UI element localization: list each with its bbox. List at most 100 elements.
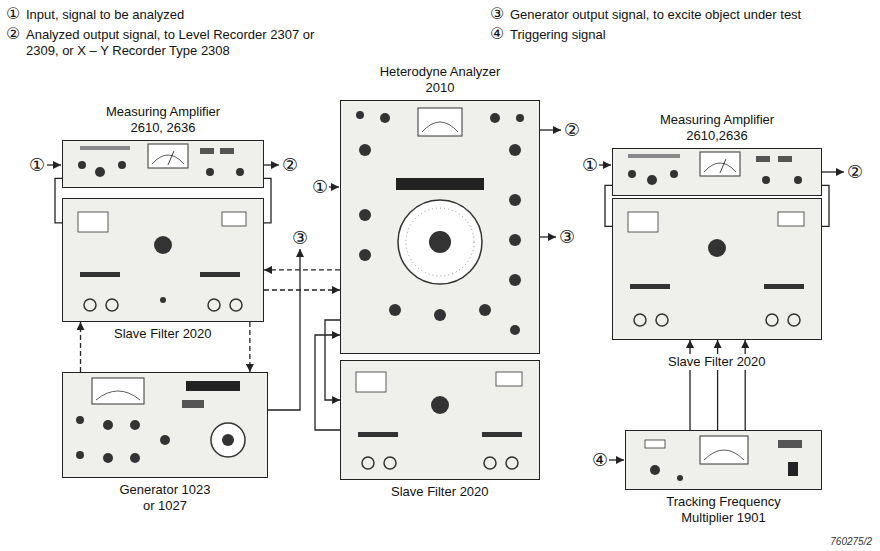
switch-bar xyxy=(80,272,120,277)
input-arrow xyxy=(47,164,61,165)
meter xyxy=(700,436,748,464)
knob xyxy=(206,168,214,176)
panel-face xyxy=(625,430,822,490)
knob xyxy=(356,111,364,119)
panel-face xyxy=(340,360,540,480)
instrument-title: Generator 1023 or 1027 xyxy=(119,482,211,514)
switch xyxy=(182,400,204,408)
instrument-title: Tracking Frequency Multiplier 1901 xyxy=(656,494,791,526)
nameplate xyxy=(222,212,246,226)
knob xyxy=(118,161,126,169)
knob xyxy=(762,176,770,184)
input-arrow xyxy=(599,164,611,165)
knob xyxy=(76,451,84,459)
multiplier-box: Tracking Frequency Multiplier 1901 xyxy=(625,430,822,490)
knob xyxy=(103,420,113,430)
switch xyxy=(756,156,770,162)
key-text: Triggering signal xyxy=(510,27,606,43)
instrument-title: Measuring Amplifier 2610,2636 xyxy=(642,112,792,144)
tuning-knob xyxy=(429,231,451,253)
knob xyxy=(160,297,166,303)
callout-number: ① xyxy=(582,156,598,174)
meter-scale xyxy=(96,391,140,400)
tuning-dial xyxy=(398,200,482,284)
meter xyxy=(418,108,462,136)
socket xyxy=(634,314,646,326)
knob xyxy=(359,209,371,221)
knob xyxy=(95,167,105,177)
switch xyxy=(788,462,798,476)
knob xyxy=(509,144,521,156)
socket xyxy=(656,314,668,326)
amplifier-box: Measuring Amplifier 2610,2636 xyxy=(612,148,822,196)
instrument-title: Measuring Amplifier 2610, 2636 xyxy=(88,104,238,136)
switch-bar xyxy=(630,284,670,289)
amplifier-panel xyxy=(62,140,264,188)
knob xyxy=(647,175,657,185)
knob xyxy=(160,435,170,445)
generator-output-arrow xyxy=(540,236,556,237)
nameplate xyxy=(356,372,386,392)
key-text: Analyzed output signal, to Level Recorde… xyxy=(26,27,336,59)
socket xyxy=(788,314,800,326)
signal-line xyxy=(264,178,271,222)
tuning-knob xyxy=(222,434,234,446)
knob xyxy=(479,304,491,316)
meter-scale xyxy=(422,122,458,132)
panel-face xyxy=(62,140,264,188)
instrument-title: Heterodyne Analyzer 2010 xyxy=(365,64,515,96)
knob xyxy=(389,304,401,316)
knob xyxy=(628,170,636,178)
input-arrow xyxy=(329,186,339,187)
nameplate xyxy=(628,212,658,232)
socket xyxy=(766,314,778,326)
knob xyxy=(431,396,449,414)
knob xyxy=(490,113,500,123)
switch-bar xyxy=(764,284,804,289)
socket xyxy=(506,457,518,469)
knob xyxy=(516,114,524,122)
frequency-display xyxy=(396,178,484,190)
figure-code: 760275/2 xyxy=(830,536,872,547)
knob xyxy=(509,194,521,206)
nameplate xyxy=(78,212,108,232)
generator-output-arrow xyxy=(268,249,300,410)
signal-line xyxy=(315,335,340,430)
dashed-control-line xyxy=(264,289,340,290)
socket xyxy=(208,299,220,311)
knob xyxy=(130,420,140,430)
key-text: Input, signal to be analyzed xyxy=(26,7,184,23)
filter-panel xyxy=(340,360,540,480)
callout-number: ② xyxy=(847,163,863,181)
socket xyxy=(84,299,96,311)
socket xyxy=(484,457,496,469)
callout-number: ① xyxy=(6,5,20,23)
output-arrow xyxy=(540,129,561,130)
callout-number: ④ xyxy=(592,451,608,469)
callout-number: ② xyxy=(282,156,298,174)
nameplate xyxy=(778,212,804,226)
callout-number: ① xyxy=(29,156,45,174)
analyzer-box: Heterodyne Analyzer 2010 xyxy=(340,100,540,354)
amplifier-box: Measuring Amplifier 2610, 2636 xyxy=(62,140,264,188)
panel-face xyxy=(62,372,268,478)
switch-bar xyxy=(482,432,522,437)
callout-number: ② xyxy=(6,25,20,43)
meter xyxy=(148,144,188,168)
panel-face xyxy=(612,148,822,196)
knob xyxy=(794,176,802,184)
dial-scale xyxy=(406,208,474,276)
analyzer-panel xyxy=(340,100,540,354)
output-arrow xyxy=(822,171,844,172)
knob xyxy=(103,453,113,463)
filter-panel xyxy=(612,198,822,340)
meter xyxy=(92,378,144,404)
generator-panel xyxy=(62,372,268,478)
multiplier-panel xyxy=(625,430,822,490)
socket xyxy=(106,299,118,311)
panel-face xyxy=(612,198,822,340)
knob xyxy=(154,236,172,254)
frequency-display xyxy=(186,381,240,391)
knob xyxy=(130,453,140,463)
